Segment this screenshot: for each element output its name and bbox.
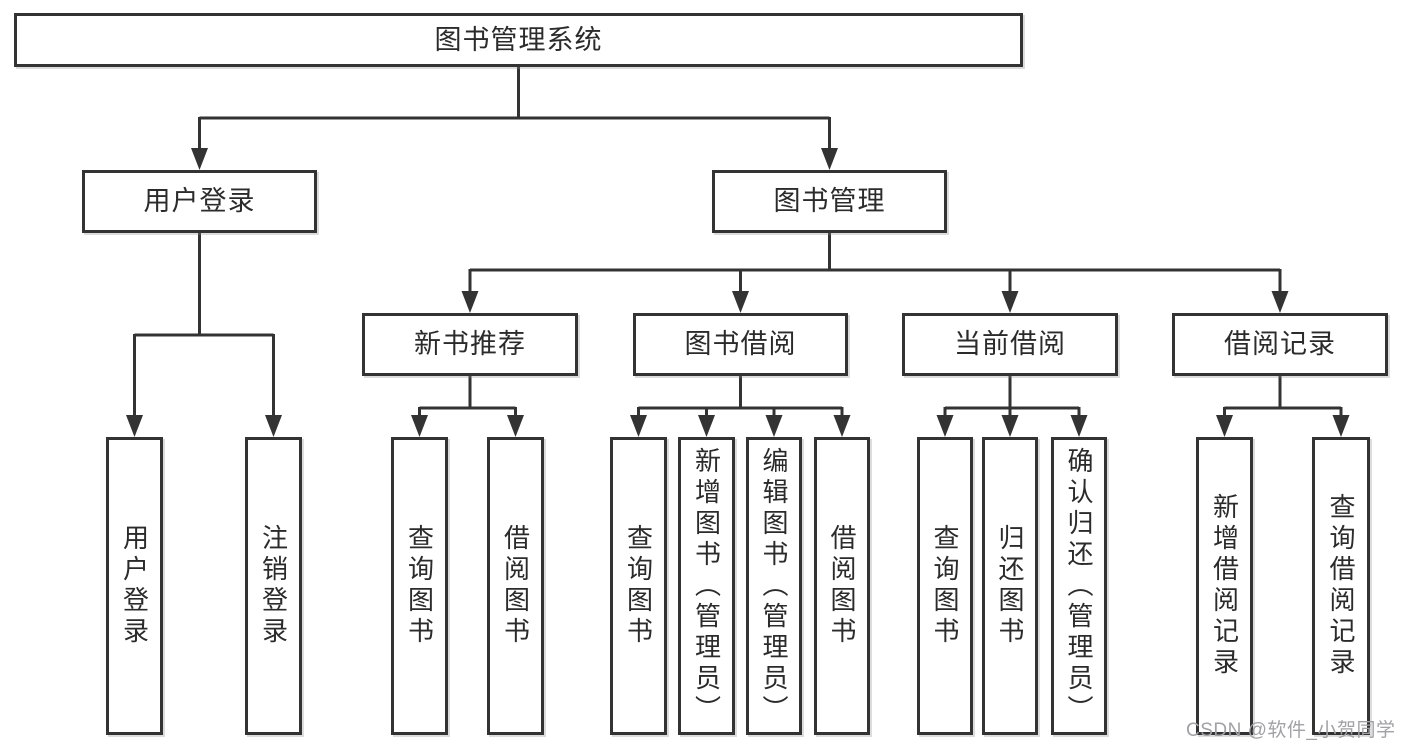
node-login: 用户登录 xyxy=(82,170,317,233)
node-leaf-user-login: 用户登录 xyxy=(106,437,163,735)
node-label-records: 借阅记录 xyxy=(1224,329,1336,359)
node-leaf-bw-edit: 编辑图书（管理员） xyxy=(746,437,802,735)
node-label-root: 图书管理系统 xyxy=(434,24,603,55)
node-label-current: 当前借阅 xyxy=(954,329,1066,359)
node-leaf-rec-query: 查询借阅记录 xyxy=(1312,437,1370,735)
node-leaf-nb-query: 查询图书 xyxy=(391,437,448,735)
node-leaf-bw-query: 查询图书 xyxy=(610,437,667,735)
node-label-newbook: 新书推荐 xyxy=(414,329,526,359)
node-leaf-rec-add: 新增借阅记录 xyxy=(1196,437,1253,735)
node-borrow: 图书借阅 xyxy=(633,313,848,376)
node-label-leaf-cur-confirm: 确认归还（管理员） xyxy=(1064,446,1094,726)
watermark-text: CSDN @软件_小贺同学 xyxy=(1186,720,1396,741)
node-label-mgmt: 图书管理 xyxy=(773,186,886,216)
node-label-leaf-cur-query: 查询图书 xyxy=(930,524,960,648)
node-label-borrow: 图书借阅 xyxy=(684,329,797,359)
node-label-leaf-bw-edit: 编辑图书（管理员） xyxy=(759,446,789,726)
node-label-leaf-rec-add: 新增借阅记录 xyxy=(1209,493,1240,679)
node-label-login: 用户登录 xyxy=(143,186,256,216)
node-label-leaf-nb-query: 查询图书 xyxy=(404,524,435,648)
node-leaf-logout: 注销登录 xyxy=(245,437,302,735)
node-leaf-cur-confirm: 确认归还（管理员） xyxy=(1051,437,1107,735)
node-label-leaf-cur-return: 归还图书 xyxy=(995,524,1025,648)
node-leaf-cur-query: 查询图书 xyxy=(917,437,973,735)
node-leaf-bw-add: 新增图书（管理员） xyxy=(678,437,735,735)
node-label-leaf-user-login: 用户登录 xyxy=(119,524,150,648)
node-label-leaf-bw-add: 新增图书（管理员） xyxy=(691,446,722,726)
node-label-leaf-logout: 注销登录 xyxy=(258,524,289,648)
node-label-leaf-bw-query: 查询图书 xyxy=(623,524,654,648)
node-leaf-bw-borrow: 借阅图书 xyxy=(814,437,870,735)
node-newbook: 新书推荐 xyxy=(362,313,578,376)
node-label-leaf-bw-borrow: 借阅图书 xyxy=(827,524,857,648)
node-root: 图书管理系统 xyxy=(14,13,1023,67)
node-mgmt: 图书管理 xyxy=(712,170,947,233)
node-current: 当前借阅 xyxy=(902,313,1118,376)
node-leaf-nb-borrow: 借阅图书 xyxy=(487,437,544,735)
node-records: 借阅记录 xyxy=(1172,313,1388,376)
node-label-leaf-nb-borrow: 借阅图书 xyxy=(500,524,531,648)
node-label-leaf-rec-query: 查询借阅记录 xyxy=(1326,493,1356,679)
node-leaf-cur-return: 归还图书 xyxy=(982,437,1038,735)
